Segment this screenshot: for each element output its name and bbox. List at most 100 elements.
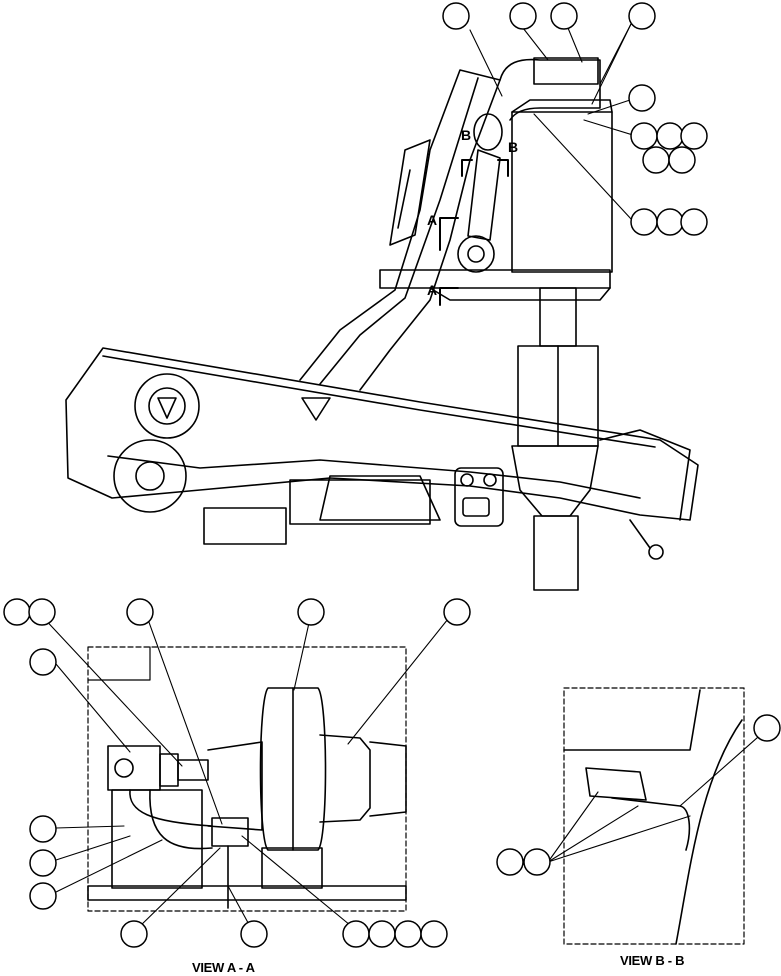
blower-body (319, 475, 441, 521)
section-label-b-right: B (508, 139, 518, 155)
mounting-plate (379, 269, 611, 289)
callout-bubble (628, 2, 656, 30)
duct-outlet (533, 515, 579, 591)
base-rail (87, 885, 407, 901)
upper-pivot-boss-inner (148, 387, 186, 425)
view-b-b-housing (563, 689, 701, 751)
frame-rear-edge (599, 429, 691, 521)
view-b-b-frame (563, 687, 745, 945)
callout-leaders (39, 21, 767, 931)
callout-bubble (656, 208, 684, 236)
mount-flange (207, 741, 263, 831)
upper-pivot-mark (157, 397, 177, 419)
section-b-right-arrow (497, 159, 509, 177)
outlet-sleeve (369, 741, 407, 817)
view-b-b-hose (611, 797, 691, 851)
lower-pivot-boss-inner (135, 461, 165, 491)
blower-hub (319, 734, 371, 823)
side-cylinder-rod (397, 169, 411, 229)
callout-bubble (240, 920, 268, 948)
section-label-b-left: B (461, 127, 471, 143)
tilt-cylinder-eye (473, 113, 503, 151)
callout-bubble (630, 208, 658, 236)
callout-bubbles (3, 2, 781, 948)
pump-motor (177, 759, 209, 781)
callout-bubble (126, 598, 154, 626)
tilt-cylinder (467, 149, 501, 241)
view-b-b (563, 687, 745, 945)
duct-upper (539, 287, 577, 347)
callout-bubble (680, 122, 708, 150)
callout-bubble (368, 920, 396, 948)
top-clamp (533, 57, 599, 85)
section-label-a-upper: A (427, 212, 437, 228)
callout-bubble (442, 2, 470, 30)
bracket-plate (454, 467, 504, 527)
frame-beam-top-edge (102, 355, 656, 448)
bracket-hole-2 (483, 473, 497, 487)
upper-housing-top (511, 99, 613, 113)
view-b-b-curve (675, 719, 743, 945)
bracket-slot (462, 497, 490, 517)
callout-bubble (297, 598, 325, 626)
section-a-upper-arrow (439, 217, 459, 251)
cylinder-pivot-pin (467, 245, 485, 263)
callout-bubble (628, 84, 656, 112)
wheel-support (261, 847, 323, 889)
rear-stop (648, 544, 664, 560)
callout-bubble (656, 122, 684, 150)
callout-bubble (630, 122, 658, 150)
callout-bubble (550, 2, 578, 30)
side-cylinder (389, 139, 431, 246)
callout-bubble (29, 849, 57, 877)
hydraulic-pump (107, 745, 161, 791)
callout-bubble (3, 598, 31, 626)
callout-bubble (29, 815, 57, 843)
callout-bubble (496, 848, 524, 876)
view-a-a-caption: VIEW A - A (192, 960, 255, 975)
hose-lower (149, 789, 213, 850)
callout-bubble (120, 920, 148, 948)
centre-pivot-mark (301, 397, 331, 421)
plate-bracket (429, 287, 611, 301)
section-label-a-lower: A (427, 282, 437, 298)
section-a-lower-arrow (439, 287, 459, 306)
callout-bubble (443, 598, 471, 626)
cylinder-pivot (457, 235, 495, 273)
callout-bubble (642, 146, 670, 174)
lift-arm (299, 69, 501, 391)
view-a-a-frame (87, 646, 407, 912)
callout-bubble (420, 920, 448, 948)
callout-bubble (29, 882, 57, 910)
lift-arm-inner (319, 77, 479, 385)
view-b-b-bracket (585, 767, 647, 801)
callout-bubble (342, 920, 370, 948)
valve-block (203, 507, 287, 545)
pump-port (114, 758, 134, 778)
callout-bubble (668, 146, 696, 174)
hose-upper (129, 789, 213, 827)
section-markers (439, 159, 509, 306)
pump-housing (289, 479, 431, 525)
callout-bubble (680, 208, 708, 236)
upper-pivot-boss (134, 373, 200, 439)
frame-beam (65, 347, 699, 521)
callout-bubble (753, 714, 781, 742)
section-b-left-arrow (461, 159, 473, 177)
bracket-hole-1 (460, 473, 474, 487)
manifold-block (211, 817, 249, 847)
rear-stop-link (629, 519, 651, 549)
view-b-b-caption: VIEW B - B (620, 953, 685, 968)
callout-bubble (28, 598, 56, 626)
lower-pivot-boss (113, 439, 187, 513)
blower-wheel (259, 687, 327, 851)
callout-bubble (394, 920, 422, 948)
callout-bubble (509, 2, 537, 30)
callout-bubble (29, 648, 57, 676)
view-a-a-inset-corner (87, 646, 151, 681)
pump-base (111, 789, 203, 889)
upper-housing (511, 111, 613, 273)
main-assembly (65, 57, 699, 591)
view-a-a (87, 646, 407, 912)
